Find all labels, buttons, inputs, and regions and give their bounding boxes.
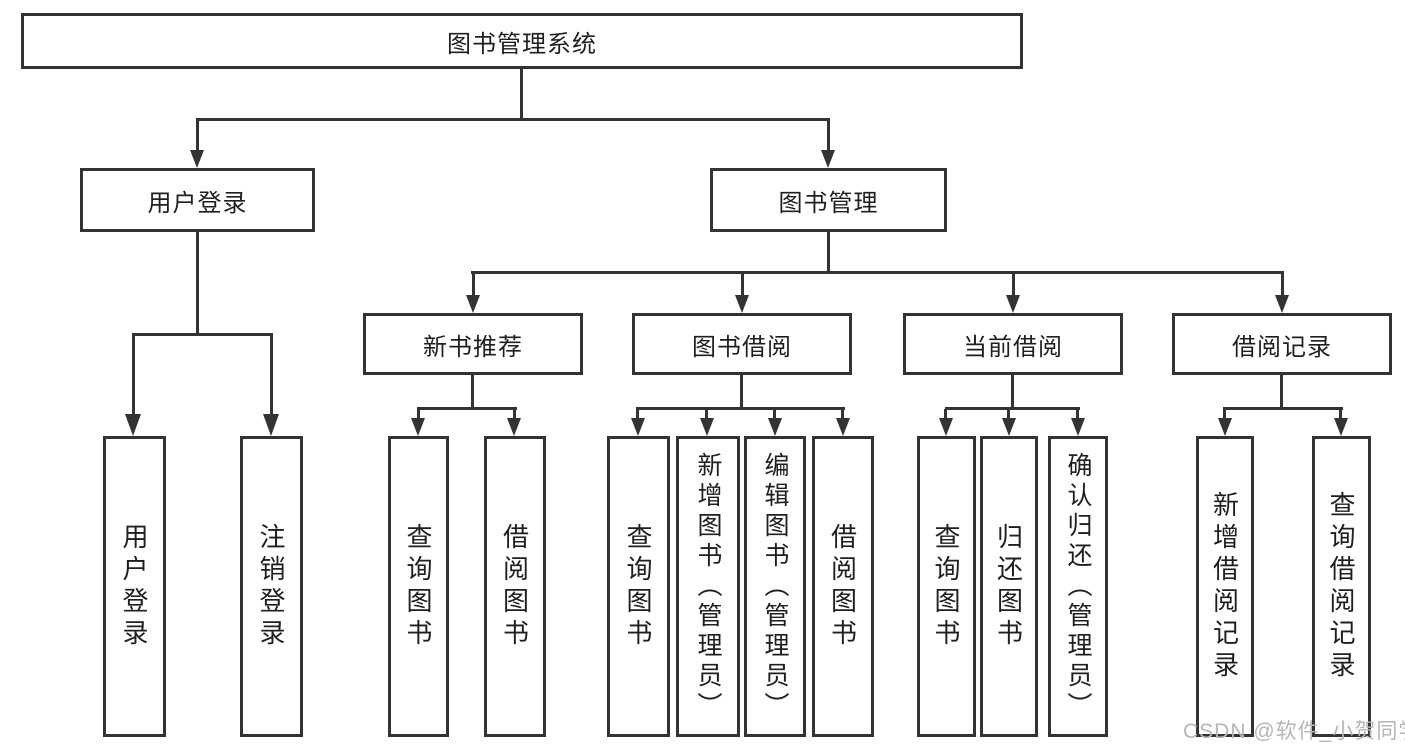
connector-to-bb-query-stem (636, 409, 639, 418)
node-current-borrow-label: 当前借阅 (963, 333, 1063, 361)
arrowhead-to-cb-return (1002, 418, 1016, 436)
arrowhead-to-bb-edit (768, 418, 782, 436)
connector-to-bb-borrow-stem (841, 409, 844, 418)
arrowhead-to-user-login (190, 150, 204, 168)
leaf-bb-query-books-label: 查询图书 (623, 522, 653, 651)
arrowhead-to-leaf-login (125, 414, 141, 436)
connector-to-cb-return-stem (1007, 409, 1010, 418)
arrowhead-to-br-add (1218, 418, 1232, 436)
arrowhead-to-rec-borrow (507, 418, 521, 436)
connector-book-borrow-stem (740, 375, 743, 409)
leaf-cb-confirm-return-admin-label: 确认归还（管理员） (1064, 451, 1092, 722)
leaf-rec-query-books-label: 查询图书 (403, 522, 433, 651)
csdn-watermark: CSDN @软件_小贺同学 (1183, 720, 1405, 743)
connector-book-mgmt-hline (471, 271, 1284, 274)
node-book-borrow: 图书借阅 (632, 313, 852, 375)
leaf-br-query-record: 查询借阅记录 (1312, 436, 1371, 737)
arrowhead-to-cb-confirm (1071, 418, 1085, 436)
connector-root-stem (520, 69, 523, 119)
arrowhead-to-cb-query (939, 418, 953, 436)
leaf-cb-return-books-label: 归还图书 (993, 522, 1024, 651)
arrowhead-to-rec-query (411, 418, 425, 436)
leaf-rec-borrow-books-label: 借阅图书 (499, 522, 530, 651)
leaf-bb-query-books: 查询图书 (607, 436, 670, 737)
connector-to-br-query-stem (1339, 409, 1342, 418)
arrowhead-to-borrow-records (1275, 295, 1289, 313)
connector-to-br-add-stem (1223, 409, 1226, 418)
leaf-bb-edit-books-admin: 编辑图书（管理员） (744, 436, 806, 737)
node-new-book-rec: 新书推荐 (363, 313, 583, 375)
connector-borrow-records-stem (1280, 375, 1283, 409)
connector-to-bb-edit-stem (773, 409, 776, 418)
connector-to-borrow-records-stem (1281, 273, 1284, 295)
connector-book-borrow-hline (636, 407, 845, 410)
leaf-br-query-record-label: 查询借阅记录 (1326, 490, 1356, 683)
leaf-logout: 注销登录 (240, 436, 303, 737)
leaf-cb-query-books-label: 查询图书 (931, 522, 961, 651)
leaf-bb-add-books-admin-label: 新增图书（管理员） (694, 451, 722, 722)
arrowhead-to-book-mgmt (821, 150, 835, 168)
leaf-logout-label: 注销登录 (256, 522, 286, 651)
node-new-book-rec-label: 新书推荐 (423, 333, 523, 361)
node-current-borrow: 当前借阅 (903, 313, 1123, 375)
node-book-mgmt: 图书管理 (710, 168, 947, 232)
connector-book-mgmt-stem (827, 232, 830, 274)
connector-current-borrow-hline (945, 407, 1080, 410)
arrowhead-to-book-borrow (735, 295, 749, 313)
arrowhead-to-current-borrow (1006, 295, 1020, 313)
node-root: 图书管理系统 (21, 13, 1023, 69)
connector-root-hline (196, 118, 830, 121)
leaf-bb-borrow-books: 借阅图书 (812, 436, 874, 737)
leaf-br-add-record: 新增借阅记录 (1196, 436, 1254, 737)
node-book-mgmt-label: 图书管理 (778, 189, 879, 217)
connector-to-rec-query-stem (417, 409, 420, 418)
connector-current-borrow-stem (1011, 375, 1014, 409)
leaf-bb-add-books-admin: 新增图书（管理员） (676, 436, 740, 737)
leaf-bb-edit-books-admin-label: 编辑图书（管理员） (761, 451, 789, 722)
connector-borrow-records-hline (1223, 407, 1343, 410)
arrowhead-to-br-query (1334, 418, 1348, 436)
connector-to-cb-query-stem (944, 409, 947, 418)
arrowhead-to-bb-add (700, 418, 714, 436)
leaf-rec-borrow-books: 借阅图书 (484, 436, 546, 737)
leaf-cb-confirm-return-admin: 确认归还（管理员） (1048, 436, 1108, 737)
connector-to-current-borrow-stem (1012, 273, 1015, 295)
node-root-label: 图书管理系统 (447, 30, 597, 58)
arrowhead-to-leaf-logout (263, 414, 279, 436)
node-borrow-records-label: 借阅记录 (1232, 333, 1332, 361)
connector-user-login-stem (196, 232, 199, 336)
connector-to-rec-borrow-stem (513, 409, 516, 418)
connector-to-leaf-logout-stem (270, 335, 273, 416)
connector-to-cb-confirm-stem (1076, 409, 1079, 418)
connector-to-bb-add-stem (705, 409, 708, 418)
node-book-borrow-label: 图书借阅 (692, 333, 792, 361)
arrowhead-to-bb-borrow (836, 418, 850, 436)
connector-to-book-mgmt-stem (827, 120, 830, 150)
leaf-bb-borrow-books-label: 借阅图书 (827, 522, 858, 651)
arrowhead-to-bb-query (631, 418, 645, 436)
connector-to-user-login-stem (196, 120, 199, 150)
leaf-user-login: 用户登录 (103, 436, 166, 737)
leaf-rec-query-books: 查询图书 (388, 436, 449, 737)
connector-to-book-borrow-stem (741, 273, 744, 295)
arrowhead-to-new-book (466, 295, 480, 313)
leaf-cb-return-books: 归还图书 (980, 436, 1038, 737)
connector-user-login-hline (132, 333, 273, 336)
connector-new-book-hline (417, 407, 517, 410)
node-user-login-label: 用户登录 (147, 189, 248, 217)
connector-to-leaf-login-stem (132, 335, 135, 416)
node-user-login: 用户登录 (80, 168, 315, 232)
connector-to-new-book-stem (472, 273, 475, 295)
leaf-user-login-label: 用户登录 (119, 522, 149, 651)
connector-new-book-stem (471, 375, 474, 409)
node-borrow-records: 借阅记录 (1172, 313, 1392, 375)
leaf-cb-query-books: 查询图书 (917, 436, 976, 737)
leaf-br-add-record-label: 新增借阅记录 (1209, 490, 1240, 683)
